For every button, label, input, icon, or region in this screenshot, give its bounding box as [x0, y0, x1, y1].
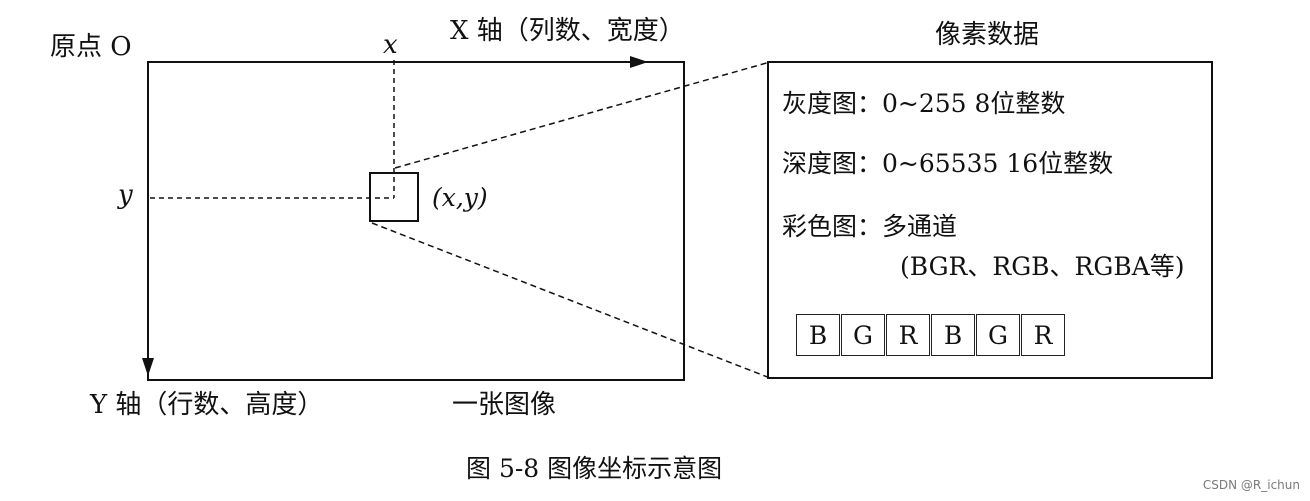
channel-cell-b1: B	[796, 314, 840, 356]
origin-label: 原点 O	[50, 32, 132, 62]
x-axis-arrowhead	[630, 56, 648, 68]
image-caption: 一张图像	[452, 390, 557, 420]
grayscale-line: 灰度图：0~255 8位整数	[782, 89, 1066, 118]
channel-cell-r1: R	[886, 314, 930, 356]
watermark: CSDN @R_ichun	[1202, 478, 1300, 492]
channel-cell-r2: R	[1021, 314, 1065, 356]
color-line: 彩色图：多通道	[782, 212, 958, 241]
channel-cell-b2: B	[931, 314, 975, 356]
channel-cell-g1: G	[841, 314, 885, 356]
y-axis-arrowhead	[142, 358, 154, 376]
pixel-coordinate-label: (x,y)	[432, 183, 488, 212]
zoom-line-top	[394, 61, 771, 169]
y-axis-label: Y 轴（行数、高度）	[90, 390, 324, 420]
x-axis-label: X 轴（列数、宽度）	[450, 16, 685, 46]
y-marker-label: y	[118, 180, 133, 210]
pixel-box	[369, 172, 419, 222]
figure-caption: 图 5-8 图像坐标示意图	[466, 454, 723, 483]
x-marker-label: x	[383, 30, 398, 60]
pixel-data-title: 像素数据	[935, 20, 1040, 50]
depth-line: 深度图：0~65535 16位整数	[782, 149, 1114, 178]
color-channels-note: (BGR、RGB、RGBA等)	[900, 252, 1185, 281]
pixel-data-frame	[767, 61, 1213, 379]
channel-cell-g2: G	[976, 314, 1020, 356]
zoom-line-bottom	[371, 222, 771, 379]
